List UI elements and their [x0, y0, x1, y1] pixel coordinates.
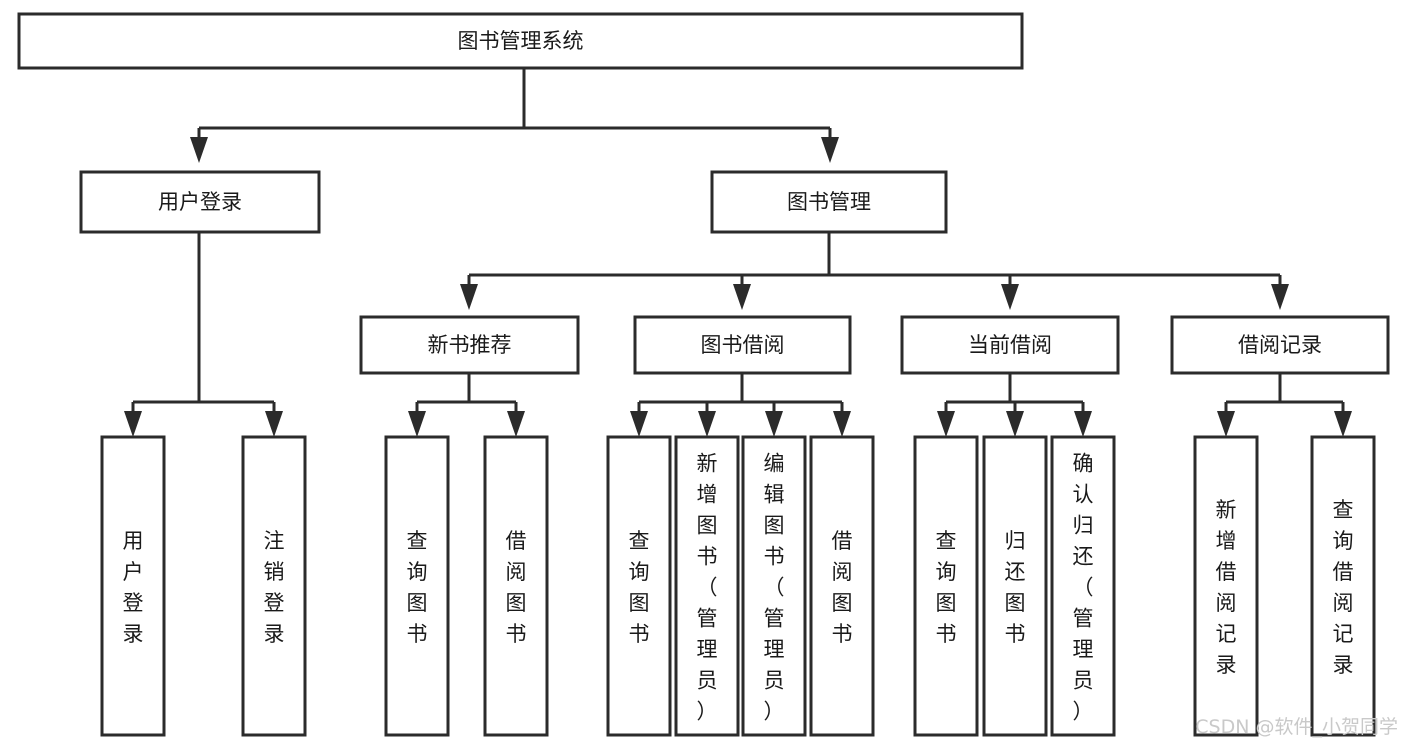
node-leaf-rec-query[interactable]: 查询图书 — [384, 435, 450, 737]
node-box-leaf-rec-borrow[interactable] — [483, 435, 549, 737]
node-box-leaf-user-logout[interactable] — [241, 435, 307, 737]
connector-userlogin-to-leaves — [124, 232, 283, 437]
node-label-user-login: 用户登录 — [158, 190, 242, 214]
node-current-borrow[interactable]: 当前借阅 — [900, 315, 1120, 375]
node-label-leaf-cur-query: 查询图书 — [936, 529, 957, 646]
node-label-leaf-rec-add: 新增借阅记录 — [1216, 498, 1237, 677]
node-box-leaf-rec-add[interactable] — [1193, 435, 1259, 737]
node-box-leaf-user-login[interactable] — [100, 435, 166, 737]
node-label-book-manage: 图书管理 — [787, 190, 871, 214]
node-leaf-borrow-lend[interactable]: 借阅图书 — [809, 435, 875, 737]
node-root[interactable]: 图书管理系统 — [17, 12, 1024, 70]
node-label-current-borrow: 当前借阅 — [968, 333, 1052, 357]
node-box-leaf-borrow-query[interactable] — [606, 435, 672, 737]
node-label-leaf-cur-return: 归还图书 — [1005, 529, 1026, 646]
node-leaf-user-login[interactable]: 用户登录 — [100, 435, 166, 737]
node-label-leaf-borrow-query: 查询图书 — [629, 529, 650, 646]
nodes-layer: 图书管理系统用户登录图书管理新书推荐图书借阅当前借阅借阅记录用户登录注销登录查询… — [17, 12, 1390, 737]
node-label-leaf-borrow-lend: 借阅图书 — [832, 529, 853, 646]
node-label-leaf-rec-borrow: 借阅图书 — [506, 529, 527, 646]
node-leaf-borrow-query[interactable]: 查询图书 — [606, 435, 672, 737]
node-user-login[interactable]: 用户登录 — [79, 170, 321, 234]
node-box-book-borrow[interactable] — [633, 315, 852, 375]
node-leaf-user-logout[interactable]: 注销登录 — [241, 435, 307, 737]
connector-bookmanage-to-level2 — [460, 232, 1289, 310]
node-leaf-rec-search[interactable]: 查询借阅记录 — [1310, 435, 1376, 737]
node-box-leaf-borrow-add[interactable] — [674, 435, 740, 737]
node-label-leaf-user-login: 用户登录 — [123, 529, 144, 646]
node-leaf-cur-confirm[interactable]: 确认归还（管理员） — [1050, 435, 1116, 737]
node-new-book-rec[interactable]: 新书推荐 — [359, 315, 580, 375]
csdn-watermark: CSDN @软件_小贺同学 — [1195, 716, 1398, 738]
node-leaf-cur-return[interactable]: 归还图书 — [982, 435, 1048, 737]
connector-root-to-level1 — [190, 68, 839, 163]
connector-currentborrow-to-leaves — [937, 373, 1092, 437]
node-label-borrow-record: 借阅记录 — [1238, 333, 1322, 357]
node-box-root[interactable] — [17, 12, 1024, 70]
node-leaf-cur-query[interactable]: 查询图书 — [913, 435, 979, 737]
node-box-leaf-rec-search[interactable] — [1310, 435, 1376, 737]
node-box-borrow-record[interactable] — [1170, 315, 1390, 375]
node-box-leaf-cur-query[interactable] — [913, 435, 979, 737]
connector-newbook-to-leaves — [408, 373, 525, 437]
node-leaf-borrow-edit[interactable]: 编辑图书（管理员） — [741, 435, 807, 737]
node-box-leaf-cur-confirm[interactable] — [1050, 435, 1116, 737]
node-label-new-book-rec: 新书推荐 — [428, 333, 512, 357]
node-label-book-borrow: 图书借阅 — [701, 333, 785, 357]
node-box-user-login[interactable] — [79, 170, 321, 234]
node-box-leaf-cur-return[interactable] — [982, 435, 1048, 737]
node-box-current-borrow[interactable] — [900, 315, 1120, 375]
node-box-new-book-rec[interactable] — [359, 315, 580, 375]
connectors-layer — [124, 68, 1352, 437]
connector-bookborrow-to-leaves — [630, 373, 851, 437]
node-label-leaf-cur-confirm: 确认归还（管理员） — [1073, 452, 1094, 724]
node-leaf-rec-borrow[interactable]: 借阅图书 — [483, 435, 549, 737]
node-label-leaf-rec-search: 查询借阅记录 — [1333, 498, 1354, 677]
node-box-leaf-borrow-edit[interactable] — [741, 435, 807, 737]
node-box-leaf-borrow-lend[interactable] — [809, 435, 875, 737]
node-leaf-borrow-add[interactable]: 新增图书（管理员） — [674, 435, 740, 737]
node-label-leaf-borrow-add: 新增图书（管理员） — [697, 452, 718, 724]
node-box-book-manage[interactable] — [710, 170, 948, 234]
node-book-borrow[interactable]: 图书借阅 — [633, 315, 852, 375]
node-book-manage[interactable]: 图书管理 — [710, 170, 948, 234]
node-box-leaf-rec-query[interactable] — [384, 435, 450, 737]
node-leaf-rec-add[interactable]: 新增借阅记录 — [1193, 435, 1259, 737]
node-label-leaf-user-logout: 注销登录 — [264, 529, 285, 646]
node-label-root: 图书管理系统 — [458, 29, 584, 53]
node-borrow-record[interactable]: 借阅记录 — [1170, 315, 1390, 375]
node-label-leaf-borrow-edit: 编辑图书（管理员） — [764, 452, 785, 724]
connector-borrowrecord-to-leaves — [1217, 373, 1352, 437]
node-label-leaf-rec-query: 查询图书 — [407, 529, 428, 646]
